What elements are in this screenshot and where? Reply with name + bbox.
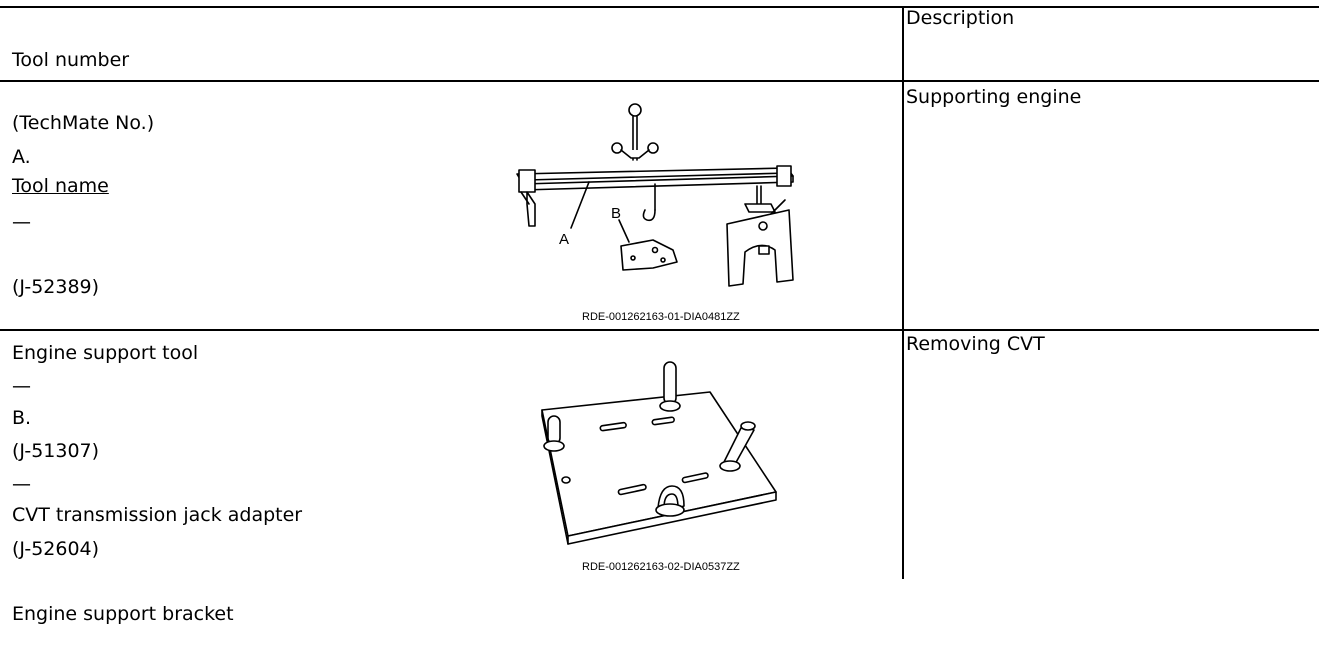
- row1-item-b-dash: —: [12, 472, 31, 495]
- tool-table: Tool number (TechMate No.) Tool name Des…: [0, 6, 1319, 625]
- row1-bottom-border: [0, 329, 1319, 331]
- row1-item-b-number: (J-52604): [12, 537, 100, 560]
- row2-number: (J-51307): [12, 439, 100, 462]
- cvt-jack-adapter-illustration: [541, 361, 777, 545]
- header-tool-column: Tool number (TechMate No.) Tool name: [12, 8, 154, 239]
- row2-name: CVT transmission jack adapter: [12, 504, 303, 526]
- row2-tool-info: — (J-51307) CVT transmission jack adapte…: [12, 333, 302, 570]
- header-tool-name: Tool name: [12, 175, 109, 197]
- header-description: Description: [906, 7, 1015, 29]
- figure-label-b: B: [611, 205, 621, 222]
- row2-figure-caption: RDE-001262163-02-DIA0537ZZ: [582, 561, 740, 573]
- table-top-border: [0, 6, 1319, 8]
- header-bottom-border: [0, 80, 1319, 82]
- header-tool-number: Tool number: [12, 49, 130, 71]
- column-divider: [902, 6, 904, 579]
- row1-description: Supporting engine: [906, 86, 1082, 108]
- row1-item-b-name: Engine support bracket: [12, 603, 234, 626]
- row1-item-a-name: Engine support tool: [12, 341, 199, 364]
- row1-figure-caption: RDE-001262163-01-DIA0481ZZ: [582, 311, 740, 323]
- header-techmate-number: (TechMate No.): [12, 112, 155, 134]
- row1-item-a-number: (J-52389): [12, 276, 100, 299]
- figure-label-a: A: [559, 231, 569, 248]
- row1-item-a-marker: A.: [12, 145, 31, 168]
- row2-dash: —: [12, 375, 31, 397]
- row2-description: Removing CVT: [906, 333, 1045, 355]
- row1-item-a-dash: —: [12, 210, 31, 233]
- engine-support-tool-illustration: A B: [516, 103, 794, 287]
- row1-item-b-marker: B.: [12, 407, 32, 430]
